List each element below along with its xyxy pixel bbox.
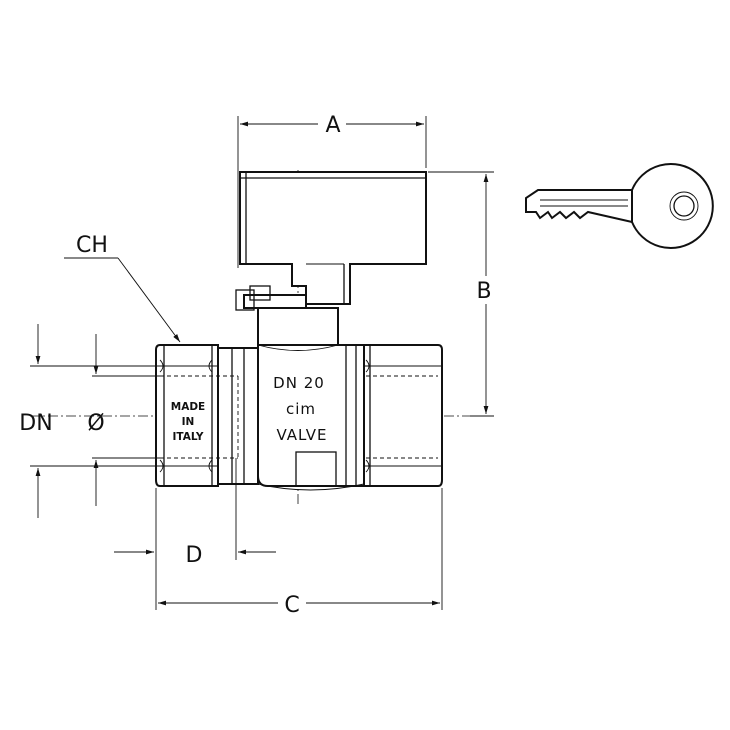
marking-origin-1: MADE: [171, 401, 205, 413]
dimension-label-ch: CH: [76, 233, 108, 258]
dimension-label-diameter: Ø: [87, 411, 104, 436]
valve-body: [155, 344, 443, 491]
key-illustration: [525, 163, 714, 249]
key-bow: [631, 163, 714, 249]
valve-stem: [235, 285, 339, 351]
marking-origin-2: IN: [182, 416, 195, 428]
left-neck: [217, 347, 259, 485]
body-label-plate: [295, 451, 337, 487]
valve-handle: [239, 171, 427, 305]
dimension-ch: [64, 257, 181, 343]
right-hex-nut: [363, 344, 443, 487]
dimension-b: [428, 171, 500, 417]
dimension-a: [237, 110, 427, 268]
left-hex-nut: [155, 344, 219, 487]
dimension-label-b: B: [476, 279, 491, 304]
dimension-d: [114, 458, 276, 560]
key-hole: [673, 195, 695, 217]
marking-product: VALVE: [276, 426, 327, 444]
marking-size: DN 20: [273, 374, 325, 392]
dimension-label-dn: DN: [19, 411, 52, 436]
dimension-label-d: D: [186, 543, 203, 568]
handle-lever: [239, 171, 427, 305]
marking-brand: cim: [286, 400, 316, 418]
dimension-label-c: C: [284, 593, 299, 618]
dimension-label-a: A: [325, 113, 340, 138]
marking-origin-3: ITALY: [172, 431, 203, 443]
dimension-diameter: [92, 334, 160, 506]
dimension-c: [155, 488, 443, 618]
stem-collar: [257, 307, 339, 346]
